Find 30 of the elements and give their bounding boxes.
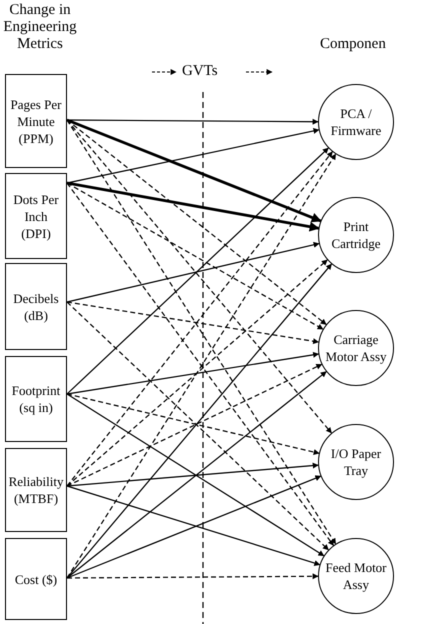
arrow — [66, 394, 324, 556]
arrow — [66, 118, 322, 222]
column-heading: Componen — [320, 36, 386, 53]
arrow — [66, 462, 319, 487]
arrow — [66, 182, 320, 232]
arrow — [66, 393, 320, 455]
arrow — [66, 259, 328, 486]
metric-box: Dots Per Inch (DPI) — [5, 173, 67, 259]
metric-box: Reliability (MTBF) — [5, 448, 67, 532]
metric-box: Pages Per Minute (PPM) — [5, 74, 67, 168]
arrow — [66, 364, 322, 487]
arrow — [66, 485, 320, 566]
arrow — [67, 118, 319, 125]
arrow — [66, 302, 329, 550]
arrow — [66, 371, 327, 578]
metric-box: Cost ($) — [5, 538, 67, 620]
arrow — [66, 182, 334, 546]
arrow — [66, 264, 332, 578]
arrow — [67, 573, 319, 580]
metric-box: Footprint (sq in) — [5, 356, 67, 442]
arrow — [66, 120, 332, 434]
arrow — [66, 475, 322, 579]
arrow — [66, 151, 333, 486]
column-heading: Change in Engineering Metrics — [2, 2, 78, 53]
arrow — [66, 301, 320, 344]
arrow — [66, 182, 324, 330]
arrow — [66, 242, 320, 303]
metric-box: Decibels (dB) — [5, 263, 67, 350]
arrow — [66, 352, 320, 395]
arrow — [66, 148, 329, 394]
